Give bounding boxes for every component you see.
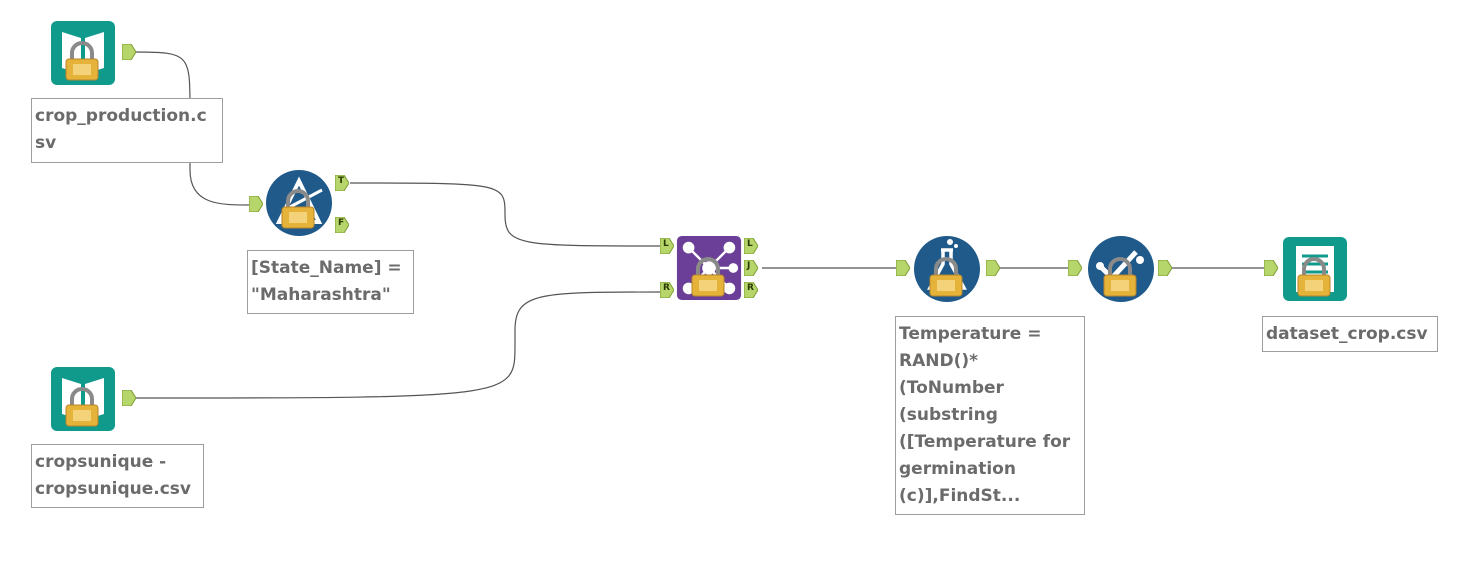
right-output-anchor[interactable] [743,281,759,299]
lock-icon [278,188,318,230]
output-anchor[interactable] [985,259,1001,277]
connection-input2-join[interactable] [135,291,661,399]
output-anchor[interactable] [121,389,137,407]
tool-annotation: [State_Name] = "Maharashtra" [247,250,414,314]
input-anchor[interactable] [895,259,911,277]
false-anchor-label: F [338,218,345,228]
left-input-anchor-label: L [663,239,669,249]
true-anchor-label: T [338,176,345,186]
lock-icon [688,256,728,298]
tool-annotation: Temperature = RAND()* (ToNumber (substri… [895,316,1085,515]
lock-icon [1294,256,1334,298]
lock-icon [926,256,966,298]
true-anchor[interactable] [334,174,350,192]
tool-annotation: crop_production.c sv [31,98,223,163]
output-anchor[interactable] [121,43,137,61]
lock-icon [1100,256,1140,298]
right-output-anchor-label: R [747,283,754,293]
tool-annotation: dataset_crop.csv [1262,316,1438,352]
left-output-anchor-label: L [747,239,753,249]
right-input-anchor[interactable] [659,281,675,299]
input-anchor[interactable] [1067,259,1083,277]
input-anchor[interactable] [248,195,264,213]
tool-annotation: cropsunique - cropsunique.csv [31,444,204,508]
right-input-anchor-label: R [663,283,670,293]
output-anchor[interactable] [1157,259,1173,277]
join-output-anchor[interactable] [743,259,759,277]
connection-filter-join[interactable] [349,182,661,247]
input-anchor[interactable] [1263,259,1279,277]
left-output-anchor[interactable] [743,237,759,255]
left-input-anchor[interactable] [659,237,675,255]
false-anchor[interactable] [334,216,350,234]
lock-icon [62,386,102,428]
lock-icon [62,40,102,82]
join-output-anchor-label: J [747,261,751,271]
